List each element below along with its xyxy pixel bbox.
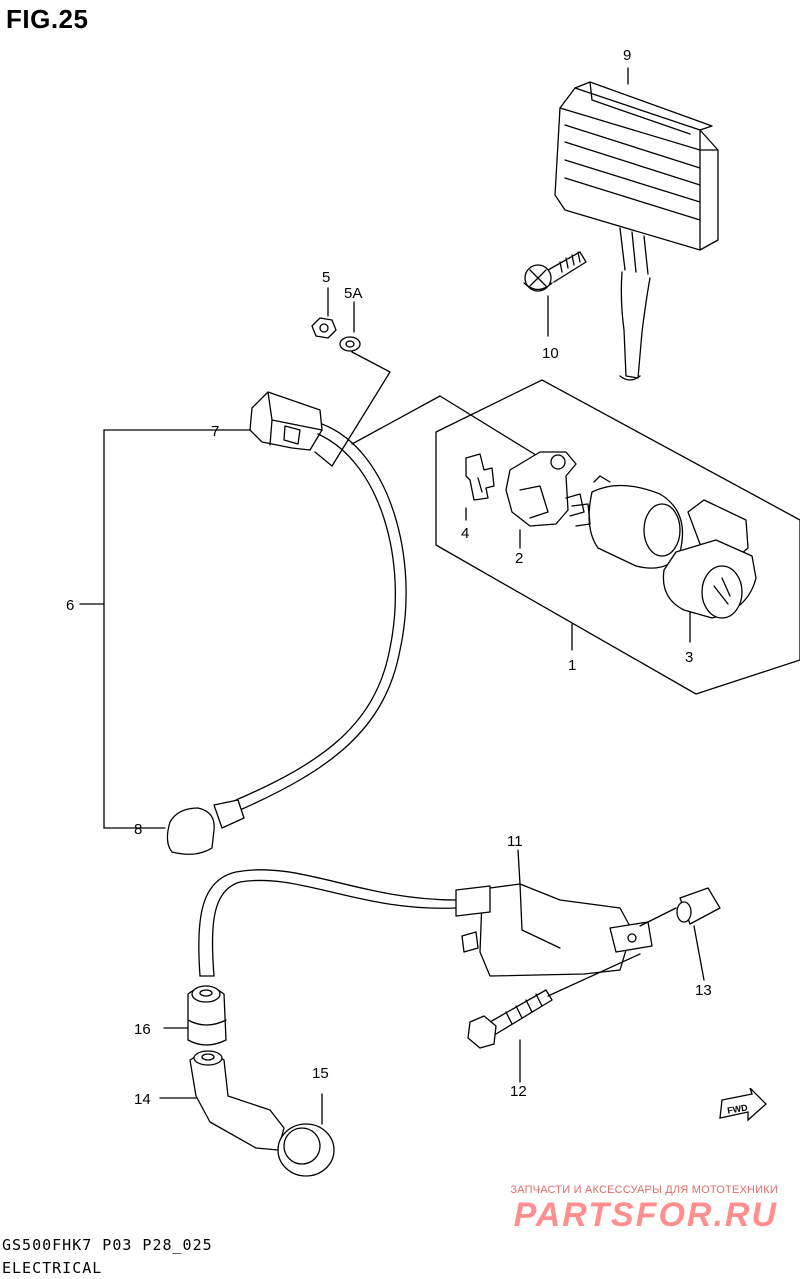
figure-section-label: ELECTRICAL	[2, 1259, 103, 1277]
callout-labels: 9 10 5 5A 7 6 8 4 2 3 1 11 13 16 12 14 1…	[66, 47, 712, 1108]
callout-5: 5	[322, 269, 330, 286]
plug-cap-part-14	[159, 1050, 285, 1151]
ignition-coil-part-11	[455, 849, 653, 977]
regulator-rectifier-part	[554, 81, 719, 381]
boot-part-15	[277, 1093, 335, 1177]
callout-5a: 5A	[344, 285, 362, 302]
forward-direction-arrow-icon: FWD	[718, 1087, 770, 1133]
callout-8: 8	[134, 821, 142, 838]
callout-leaders	[327, 67, 629, 337]
spacer-part-13	[639, 887, 721, 981]
callout-14: 14	[134, 1091, 151, 1108]
callout-12: 12	[510, 1083, 527, 1100]
cable-terminal-part-7	[249, 351, 391, 467]
callout-7: 7	[211, 423, 219, 440]
callout-11: 11	[507, 833, 523, 850]
callout-1: 1	[568, 657, 576, 674]
ignition-cylinder-part-3	[571, 475, 757, 643]
watermark-subtitle: ЗАПЧАСТИ И АКСЕССУАРЫ ДЛЯ МОТОТЕХНИКИ	[510, 1184, 778, 1196]
callout-6: 6	[66, 597, 74, 614]
switch-housing-part-2	[505, 451, 585, 549]
watermark-brand: PARTSFOR.RU	[513, 1196, 778, 1234]
nut-washer-parts	[311, 317, 361, 352]
callout-13: 13	[695, 982, 712, 999]
callout-bracket-6	[79, 429, 251, 829]
figure-title: FIG.25	[6, 4, 89, 34]
callout-9: 9	[623, 47, 631, 64]
cap-part-16	[163, 985, 227, 1046]
bolt-part-10	[523, 251, 587, 292]
callout-4: 4	[461, 525, 469, 542]
callout-16: 16	[134, 1021, 151, 1038]
fwd-label: FWD	[726, 1102, 748, 1115]
callout-15: 15	[312, 1065, 329, 1082]
terminal-part-4	[465, 453, 495, 521]
callout-2: 2	[515, 550, 523, 567]
battery-cable-part-6	[166, 423, 407, 855]
high-tension-lead	[198, 869, 457, 977]
callout-3: 3	[685, 649, 693, 666]
figure-code: GS500FHK7 P03 P28_025	[2, 1236, 213, 1254]
bolt-part-12	[467, 953, 641, 1083]
callout-10: 10	[542, 345, 559, 362]
